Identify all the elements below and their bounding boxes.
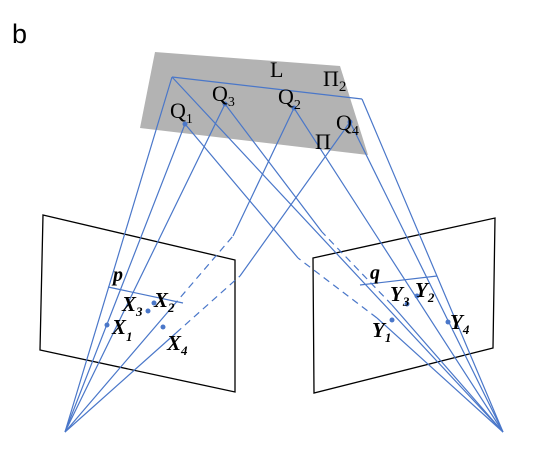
label-y2: Y2 xyxy=(415,278,435,305)
label-q1: Q1 xyxy=(170,98,193,127)
right-ray-q1-solid xyxy=(376,317,504,433)
left-ray-q3 xyxy=(64,103,226,433)
point-x4 xyxy=(160,324,166,330)
point-x3 xyxy=(145,308,151,314)
label-x2: X2 xyxy=(153,288,175,315)
point-x2 xyxy=(151,300,157,306)
right-image-point-markers xyxy=(389,293,451,325)
right-ray-q1-upper xyxy=(184,123,299,259)
left-ray-q2-dashed xyxy=(172,235,234,307)
left-ray-q2-upper xyxy=(232,107,295,237)
label-q: q xyxy=(370,262,380,284)
right-ray-q1-dashed xyxy=(297,257,378,319)
point-y3 xyxy=(404,301,410,307)
label-q2: Q2 xyxy=(278,84,301,113)
left-image-plane xyxy=(39,214,236,393)
point-y1 xyxy=(389,317,395,323)
point-q3 xyxy=(222,101,228,107)
label-p: p xyxy=(111,264,123,286)
label-q3: Q3 xyxy=(212,81,235,110)
right-ray-l-start xyxy=(171,76,504,433)
left-ray-l-end xyxy=(64,76,173,433)
point-x1 xyxy=(104,322,110,328)
image-line-p xyxy=(107,286,184,304)
right-ray-l-end xyxy=(361,98,504,433)
label-y3: Y3 xyxy=(390,282,410,309)
scene-point-markers xyxy=(182,101,353,127)
point-q1 xyxy=(182,121,188,127)
left-camera-rays xyxy=(64,76,351,433)
label-y4: Y4 xyxy=(450,310,470,337)
label-plane-pi2: Π2 xyxy=(323,66,346,95)
panel-label: b xyxy=(12,19,27,49)
right-ray-q3-upper xyxy=(224,103,323,233)
right-image-plane xyxy=(312,217,496,394)
label-line-l: L xyxy=(270,57,283,82)
right-ray-q2 xyxy=(293,107,504,433)
point-q4 xyxy=(347,119,353,125)
label-x1: X1 xyxy=(111,315,133,344)
point-q2 xyxy=(291,105,297,111)
line-l xyxy=(171,76,363,100)
plane-pi2 xyxy=(140,52,368,155)
point-y4 xyxy=(445,319,451,325)
image-line-q xyxy=(359,275,438,286)
left-image-point-markers xyxy=(104,300,166,330)
label-q4: Q4 xyxy=(336,110,359,139)
left-ray-q4-dashed xyxy=(175,275,241,334)
left-ray-q1 xyxy=(64,123,186,433)
left-ray-q4-upper xyxy=(239,121,351,277)
label-x3: X3 xyxy=(121,292,143,319)
label-x4: X4 xyxy=(166,331,188,358)
right-ray-q3-dashed xyxy=(321,231,393,306)
label-plane-pi: Π xyxy=(315,129,331,154)
left-ray-q2-solid xyxy=(64,305,174,433)
label-y1: Y1 xyxy=(372,318,391,345)
right-ray-q3-solid xyxy=(391,304,504,433)
right-camera-rays xyxy=(171,76,504,433)
left-ray-q4-solid xyxy=(64,332,177,433)
point-y2 xyxy=(414,293,420,299)
